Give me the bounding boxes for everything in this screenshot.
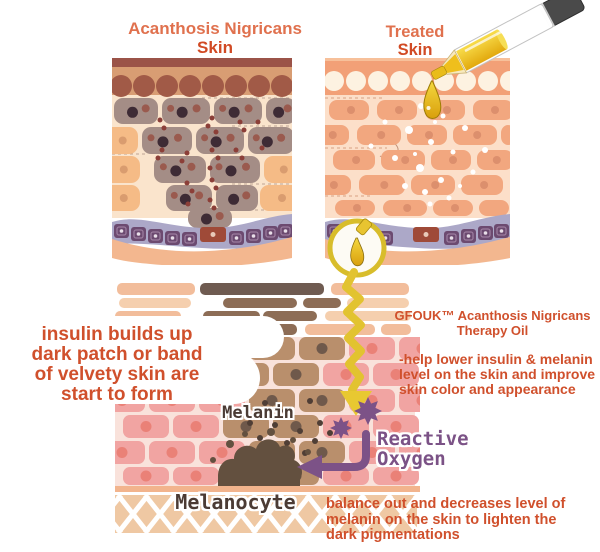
epidermis-cells [325, 100, 510, 216]
callout-line: dark pigmentations [326, 527, 460, 543]
diseased-skin-diagram [112, 58, 292, 265]
treated-skin-diagram [325, 58, 510, 265]
callout-line: level on the skin and improve [399, 366, 596, 382]
reactive-oxygen-stars-icon [330, 397, 382, 439]
product-title-callout: GFOUK™ Acanthosis Nigricans Therapy Oil [390, 308, 595, 338]
diseased-panel-title: Acanthosis Nigricans Skin [110, 19, 320, 57]
epidermis-cells [112, 98, 292, 228]
oil-drop-icon [423, 80, 442, 119]
title-line: Acanthosis Nigricans [128, 19, 302, 38]
curved-arrow-icon [297, 430, 370, 479]
treated-panel-title: Treated Skin [368, 23, 462, 59]
insulin-callout: insulin builds up dark patch or band of … [10, 325, 224, 405]
callout-line: dark patch or band [31, 344, 203, 365]
basal-cells [114, 224, 292, 246]
basal-layer [112, 214, 292, 249]
corneum-cells [325, 71, 510, 91]
benefit-callout: -help lower insulin & melanin level on t… [399, 352, 600, 397]
melanin-specks [210, 428, 311, 463]
corneum-cells [112, 75, 292, 97]
dermis [325, 237, 510, 265]
melanocyte-label: Melanocyte [175, 490, 296, 514]
label-line: Reactive [377, 428, 469, 450]
callout-line: GFOUK™ Acanthosis Nigricans [394, 308, 591, 323]
callout-line: -help lower insulin & melanin [399, 351, 593, 367]
title-line: Skin [197, 38, 233, 57]
basal-cells [327, 224, 509, 245]
callout-line: skin color and appearance [399, 381, 576, 397]
basal-layer [325, 214, 510, 249]
callout-line: insulin builds up [41, 324, 193, 345]
melanin-label: Melanin [222, 403, 294, 423]
callout-line: start to form [61, 384, 173, 405]
magnifier-icon [327, 218, 387, 278]
callout-line: of velvety skin are [34, 364, 200, 385]
reactive-oxygen-label: Reactive Oxygen [377, 429, 469, 469]
callout-line: melanin on the skin to lighten the [326, 511, 557, 528]
label-line: Oxygen [377, 448, 446, 470]
dermis [112, 237, 292, 265]
title-line: Treated [385, 23, 445, 41]
callout-line: Therapy Oil [456, 323, 529, 338]
callout-line: balance out and decreases level of [326, 496, 566, 512]
zigzag-arrow-icon [340, 268, 372, 416]
result-callout: balance out and decreases level of melan… [326, 496, 582, 544]
melanocyte-blob [218, 439, 302, 487]
sparkles [368, 103, 488, 207]
melanin-granules [155, 115, 265, 211]
title-line: Skin [397, 41, 433, 59]
